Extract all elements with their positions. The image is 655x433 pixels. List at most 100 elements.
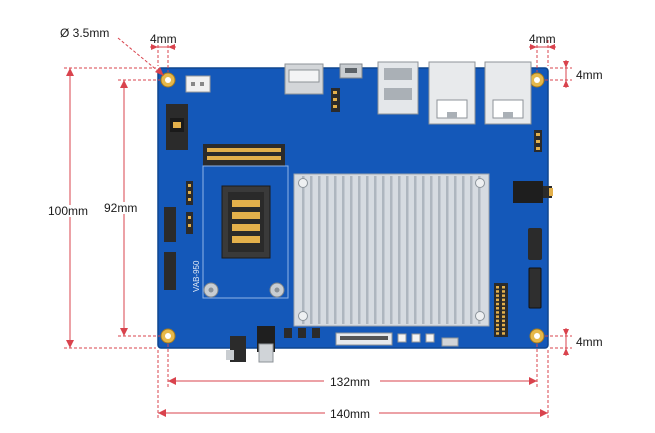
gpio-pin — [502, 332, 505, 335]
bottom-connector-4 — [441, 337, 459, 347]
left-connector-2 — [164, 252, 176, 290]
heatsink-fin — [454, 176, 457, 324]
heatsink-fin — [390, 176, 393, 324]
left-pin-header-1 — [186, 181, 193, 205]
module-screw-right — [269, 282, 285, 298]
heatsink-screw-tl — [298, 178, 308, 188]
pin-header-right — [534, 130, 542, 152]
gpio-pin — [502, 307, 505, 310]
gpio-header — [494, 283, 508, 337]
heatsink-fin — [470, 176, 473, 324]
heatsink-fin — [430, 176, 433, 324]
heatsink-fin — [446, 176, 449, 324]
mini-pcie-slot — [203, 144, 285, 166]
pcb-board: VAB-950 — [157, 61, 553, 363]
heatsink-screw-tr — [475, 178, 485, 188]
inner-height-label: 92mm — [104, 201, 137, 215]
mount-hole-top-left — [160, 72, 176, 88]
gpio-pin — [496, 298, 499, 302]
left-connector-1 — [164, 207, 176, 242]
hdmi-connector — [284, 63, 324, 95]
heatsink-fin — [374, 176, 377, 324]
gpio-pin — [502, 311, 505, 314]
sim-card-holder — [221, 185, 271, 259]
gpio-pin — [502, 298, 505, 302]
right-top-offset-label: 4mm — [576, 68, 603, 82]
gpio-pin — [496, 328, 499, 331]
micro-usb-connector — [339, 63, 363, 79]
bottom-led-1 — [397, 333, 407, 343]
heatsink-fin — [382, 176, 385, 324]
bottom-connector-2 — [298, 328, 306, 338]
top-left-offset-label: 4mm — [150, 32, 177, 46]
gpio-pin — [496, 307, 499, 310]
gpio-pin — [502, 286, 505, 289]
usb-connector — [377, 61, 419, 115]
audio-jack — [513, 181, 553, 203]
bottom-connector-3 — [312, 328, 320, 338]
heatsink-fin — [366, 176, 369, 324]
dc-power-jack — [226, 336, 246, 362]
mount-hole-bottom-left — [160, 328, 176, 344]
heatsink-fin — [318, 176, 321, 324]
gpio-pin — [502, 302, 505, 306]
outer-height-label: 100mm — [48, 204, 88, 218]
heatsink-fin — [334, 176, 337, 324]
power-connector — [185, 75, 211, 93]
heatsink-fin — [414, 176, 417, 324]
heatsink — [293, 173, 490, 327]
gpio-pin — [502, 290, 505, 293]
gpio-pin — [502, 315, 505, 318]
heatsink-fin — [358, 176, 361, 324]
heatsink-fin — [350, 176, 353, 324]
gpio-pin — [496, 290, 499, 293]
heatsink-fin — [422, 176, 425, 324]
gpio-pin — [502, 323, 505, 327]
heatsink-screw-br — [475, 311, 485, 321]
side-connector-a — [528, 228, 542, 260]
gpio-pin — [496, 311, 499, 314]
board-label: VAB-950 — [192, 260, 201, 292]
module-outline — [202, 165, 289, 299]
gpio-pin — [496, 323, 499, 327]
gpio-pin — [496, 286, 499, 289]
ethernet-port-2 — [484, 61, 532, 125]
dimension-labels: Ø 3.5mm 4mm 4mm 4mm 4mm 100mm 92mm 132mm… — [48, 26, 603, 421]
heatsink-fin — [462, 176, 465, 324]
ethernet-port-1 — [428, 61, 476, 125]
dimension-arrows — [66, 44, 569, 417]
bottom-led-2 — [411, 333, 421, 343]
heatsink-fin — [478, 176, 481, 324]
gpio-pin — [496, 302, 499, 306]
side-connector-b — [528, 267, 542, 309]
barrel-jack — [257, 326, 275, 363]
gpio-pin — [496, 319, 499, 323]
gpio-pin — [502, 294, 505, 297]
inner-width-label: 132mm — [330, 375, 370, 389]
module-screw-left — [203, 282, 219, 298]
heatsink-fin — [406, 176, 409, 324]
heatsink-fin — [302, 176, 305, 324]
heatsink-fin — [438, 176, 441, 324]
left-connector-block — [166, 104, 188, 150]
gpio-pin — [496, 332, 499, 335]
bottom-led-3 — [425, 333, 435, 343]
heatsink-screw-bl — [298, 311, 308, 321]
heatsink-fin — [342, 176, 345, 324]
outer-width-label: 140mm — [330, 407, 370, 421]
top-right-offset-label: 4mm — [529, 32, 556, 46]
right-bottom-offset-label: 4mm — [576, 335, 603, 349]
pin-header-top — [331, 88, 340, 112]
hole-diameter-label: Ø 3.5mm — [60, 26, 109, 40]
mount-hole-top-right — [529, 72, 545, 88]
heatsink-fins — [302, 176, 481, 324]
bottom-ribbon-connector — [335, 332, 393, 346]
heatsink-fin — [398, 176, 401, 324]
left-pin-header-2 — [186, 212, 193, 234]
gpio-pin — [496, 315, 499, 318]
gpio-pin — [502, 319, 505, 323]
gpio-pin — [496, 294, 499, 297]
gpio-pin — [502, 328, 505, 331]
heatsink-fin — [326, 176, 329, 324]
bottom-connector-1 — [284, 328, 292, 338]
